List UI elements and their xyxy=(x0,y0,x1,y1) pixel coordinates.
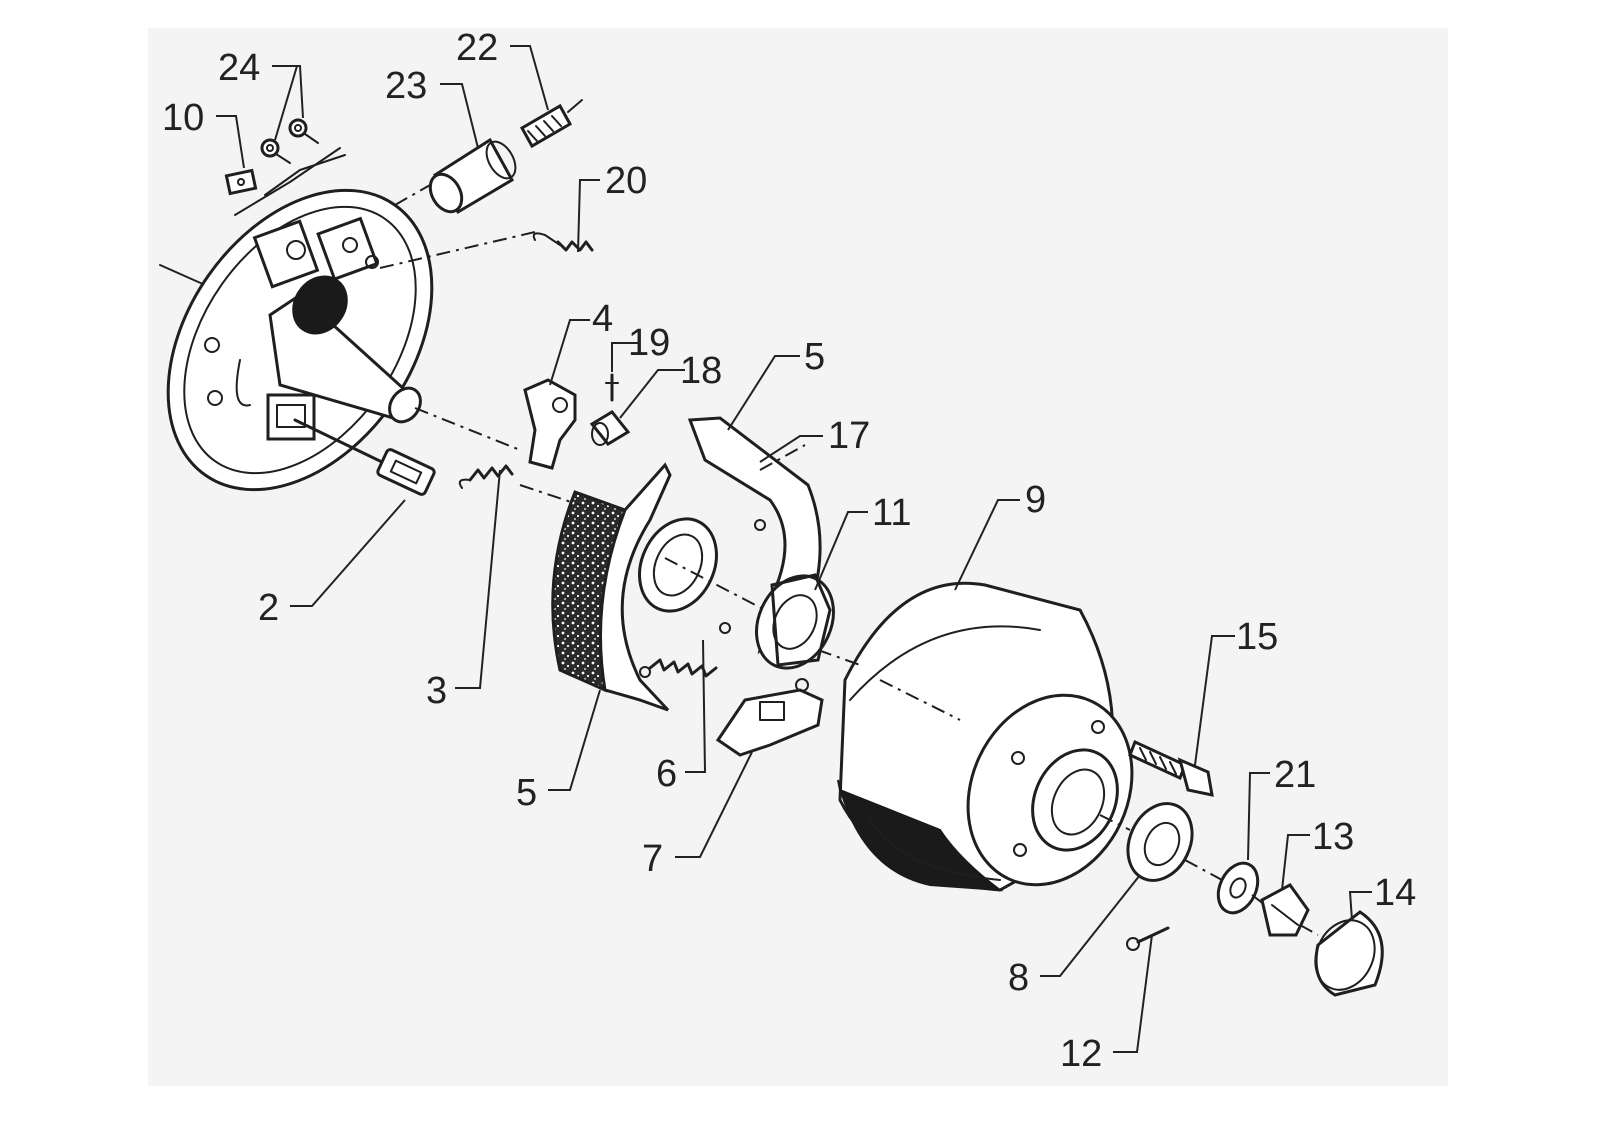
callout-13: 13 xyxy=(1312,816,1354,858)
part-23-sleeve xyxy=(428,137,517,215)
callout-2: 2 xyxy=(258,587,279,629)
callout-15: 15 xyxy=(1236,616,1278,658)
part-15-bolt xyxy=(1128,739,1214,797)
part-4-lever xyxy=(523,378,577,470)
callout-5-upper: 5 xyxy=(804,336,825,378)
part-9-brake-drum xyxy=(837,581,1134,892)
callout-11: 11 xyxy=(872,492,911,534)
callout-20: 20 xyxy=(605,160,647,202)
assembly-axis-lines xyxy=(379,184,1319,936)
part-14-hub-cap xyxy=(1314,910,1384,997)
part-20-spring xyxy=(532,232,594,252)
callout-5-lower: 5 xyxy=(516,772,537,814)
part-10-nut xyxy=(224,168,258,196)
callout-17: 17 xyxy=(828,415,870,457)
callout-14: 14 xyxy=(1374,872,1416,914)
callout-19: 19 xyxy=(628,322,670,364)
callout-23: 23 xyxy=(385,65,427,107)
part-7-bracket xyxy=(715,678,824,757)
callout-12: 12 xyxy=(1060,1033,1102,1075)
part-11-bearing xyxy=(755,573,835,670)
callout-21: 21 xyxy=(1274,754,1316,796)
callout-24: 24 xyxy=(218,47,260,89)
callout-10: 10 xyxy=(162,97,204,139)
part-19-pin xyxy=(605,373,619,402)
brake-backing-plate xyxy=(159,188,434,492)
part-13-castle-nut xyxy=(1260,883,1310,937)
callout-9: 9 xyxy=(1025,479,1046,521)
part-12-cotter-pin xyxy=(1126,926,1170,951)
part-8-bearing xyxy=(1126,802,1194,882)
callout-22: 22 xyxy=(456,27,498,69)
callout-labels: 24 22 23 10 20 4 19 18 5 17 11 9 2 3 15 … xyxy=(162,27,1416,1075)
callout-4: 4 xyxy=(592,298,613,340)
leader-lines xyxy=(216,45,1372,1053)
part-5-brake-shoe-lower xyxy=(551,462,718,712)
part-18-roller xyxy=(589,410,631,446)
part-3-spring xyxy=(458,464,514,489)
part-22-adjuster xyxy=(519,99,583,149)
part-24-screws xyxy=(234,118,346,216)
callout-3: 3 xyxy=(426,670,447,712)
callout-8: 8 xyxy=(1008,957,1029,999)
callout-6: 6 xyxy=(656,753,677,795)
callout-7: 7 xyxy=(642,838,663,880)
part-2-cable xyxy=(293,418,436,496)
callout-18: 18 xyxy=(680,350,722,392)
